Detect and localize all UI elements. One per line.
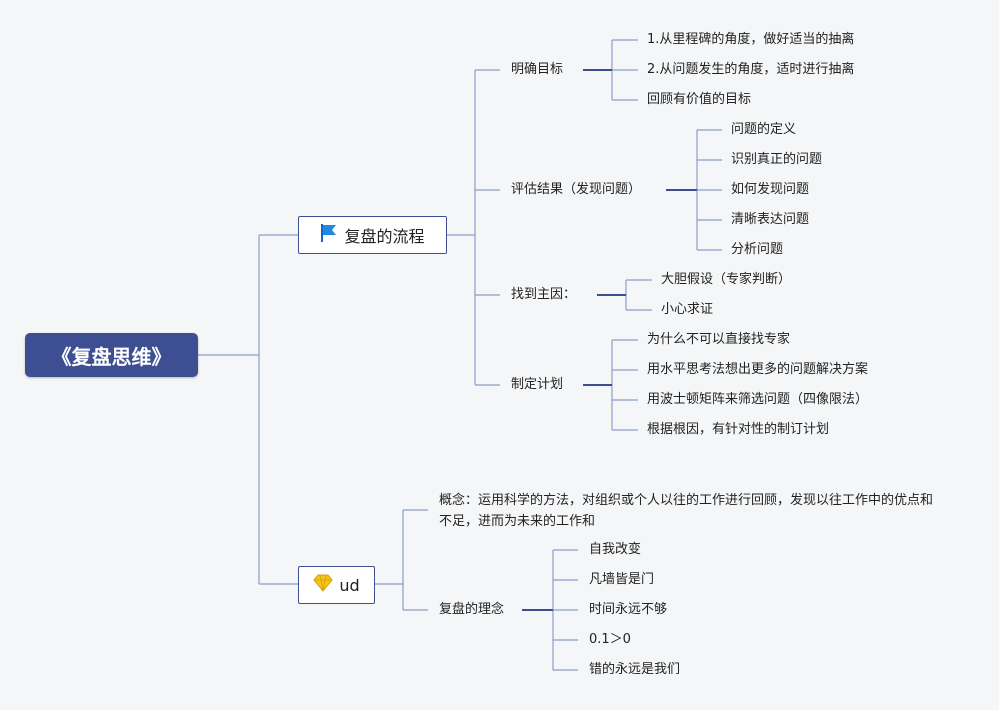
leaf-node[interactable]: 清晰表达问题	[731, 212, 810, 227]
branch-ud-node[interactable]: ud	[298, 566, 375, 604]
branch-process-node[interactable]: 复盘的流程	[298, 216, 447, 254]
leaf-node[interactable]: 分析问题	[731, 242, 784, 257]
leaf-node[interactable]: 用水平思考法想出更多的问题解决方案	[647, 362, 869, 377]
leaf-node[interactable]: 凡墙皆是门	[589, 572, 655, 587]
sub-node-evaluate[interactable]: 评估结果（发现问题）	[511, 182, 642, 197]
sub-node-goal[interactable]: 明确目标	[511, 62, 564, 77]
leaf-node[interactable]: 2.从问题发生的角度，适时进行抽离	[647, 62, 855, 77]
branch-ud-label: ud	[339, 575, 360, 595]
diamond-icon	[313, 574, 333, 596]
leaf-node[interactable]: 错的永远是我们	[589, 662, 681, 677]
leaf-node[interactable]: 根据根因，有针对性的制订计划	[647, 422, 830, 437]
leaf-node[interactable]: 大胆假设（专家判断）	[661, 272, 792, 287]
sub-node-cause[interactable]: 找到主因：	[511, 287, 577, 302]
branch-process-label: 复盘的流程	[344, 227, 425, 246]
root-node[interactable]: 《复盘思维》	[25, 333, 198, 377]
concept-node[interactable]: 概念：运用科学的方法，对组织或个人以往的工作进行回顾，发现以往工作中的优点和不足…	[439, 493, 934, 529]
leaf-node[interactable]: 如何发现问题	[731, 182, 810, 197]
leaf-node[interactable]: 自我改变	[589, 542, 642, 557]
flag-icon	[320, 223, 338, 247]
leaf-node[interactable]: 回顾有价值的目标	[647, 92, 752, 107]
sub-node-plan[interactable]: 制定计划	[511, 377, 564, 392]
leaf-node[interactable]: 为什么不可以直接找专家	[647, 332, 791, 347]
leaf-node[interactable]: 识别真正的问题	[731, 152, 823, 167]
leaf-node[interactable]: 1.从里程碑的角度，做好适当的抽离	[647, 32, 855, 47]
leaf-node[interactable]: 小心求证	[661, 302, 714, 317]
leaf-node[interactable]: 0.1＞0	[589, 632, 631, 647]
leaf-node[interactable]: 时间永远不够	[589, 602, 668, 617]
sub-node-idea[interactable]: 复盘的理念	[439, 602, 505, 617]
leaf-node[interactable]: 问题的定义	[731, 122, 797, 137]
leaf-node[interactable]: 用波士顿矩阵来筛选问题（四像限法）	[647, 392, 869, 407]
